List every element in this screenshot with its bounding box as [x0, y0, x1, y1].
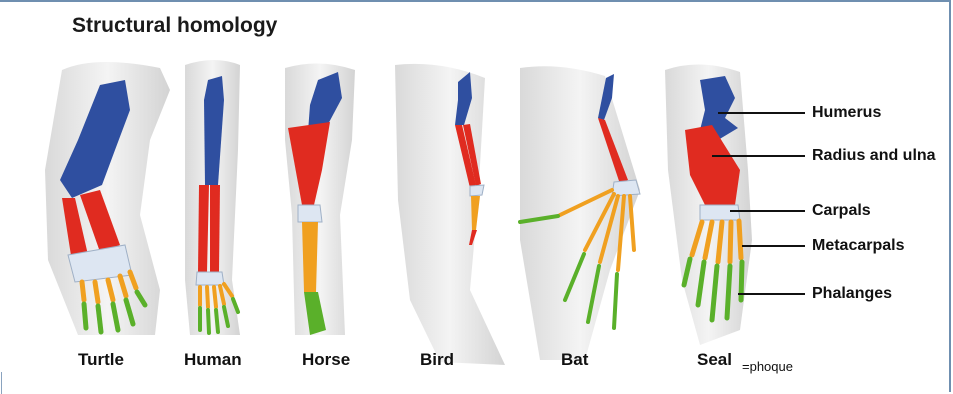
label-metacarpals: Metacarpals: [812, 237, 905, 255]
animal-label-seal: Seal: [697, 350, 732, 370]
animal-label-turtle: Turtle: [78, 350, 124, 370]
turtle-limb: [45, 62, 170, 335]
bat-limb: [520, 66, 640, 360]
seal-limb: [665, 64, 752, 345]
seal-translation-note: =phoque: [742, 357, 804, 377]
bird-limb: [395, 64, 505, 365]
label-humerus: Humerus: [812, 104, 881, 122]
animal-label-horse: Horse: [302, 350, 350, 370]
animal-label-bat: Bat: [561, 350, 588, 370]
animal-label-bird: Bird: [420, 350, 454, 370]
human-limb: [185, 60, 240, 335]
horse-limb: [285, 63, 355, 335]
animal-label-human: Human: [184, 350, 242, 370]
label-carpals: Carpals: [812, 202, 871, 220]
label-phalanges: Phalanges: [812, 285, 892, 303]
label-radius-ulna: Radius and ulna: [812, 147, 936, 165]
